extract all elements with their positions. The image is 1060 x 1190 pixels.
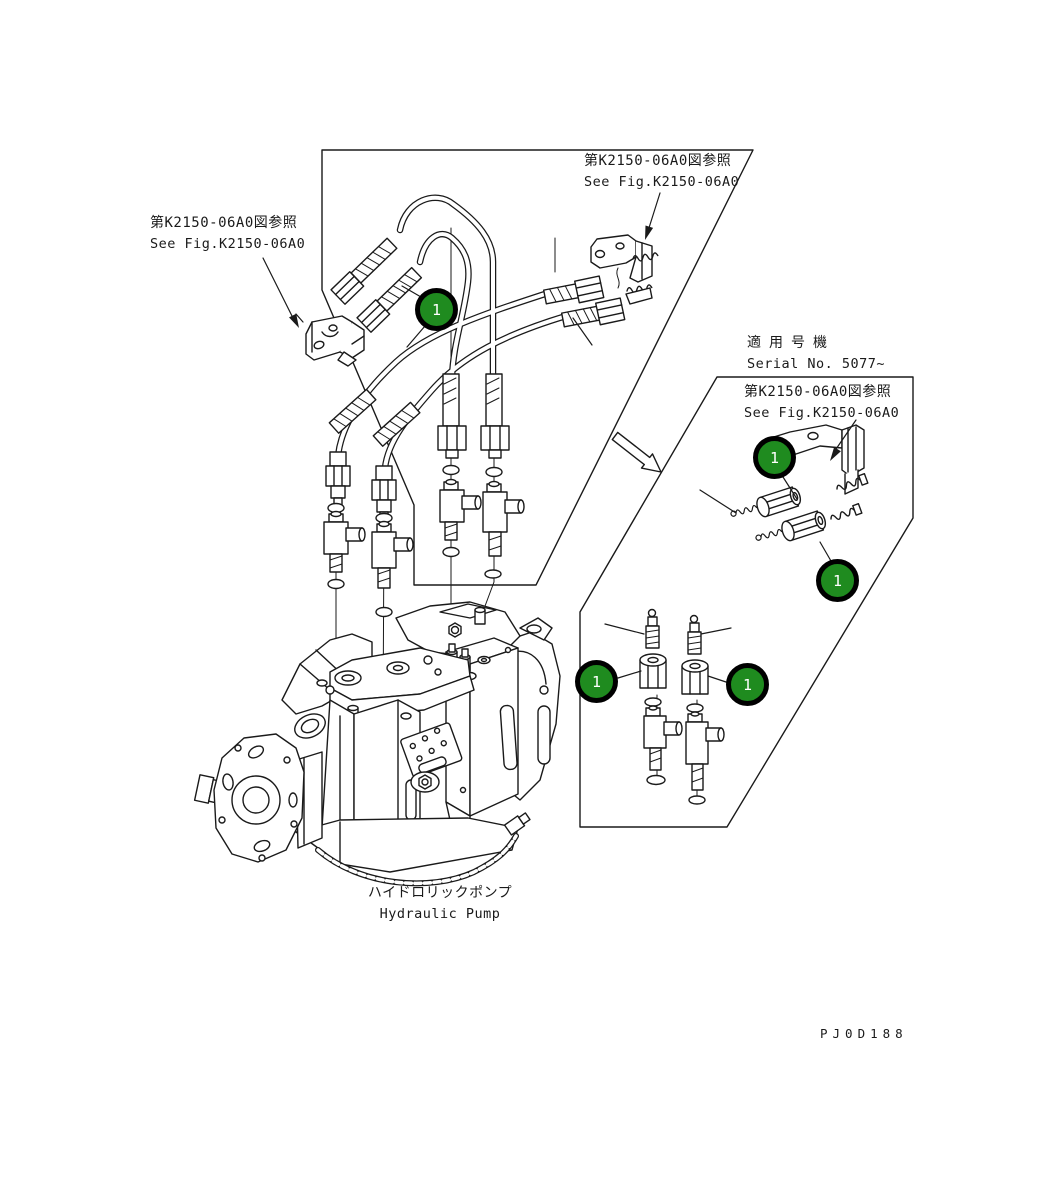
component-caption: ハイドロリックポンプ Hydraulic Pump (330, 883, 550, 925)
serial-variant-fitting-group (639, 608, 725, 805)
component-caption-en: Hydraulic Pump (379, 906, 501, 922)
elbow-fitting-sets (323, 464, 525, 618)
leader-lines (262, 192, 857, 684)
figure-reference-top-jp: 第K2150-06A0図参照 (584, 153, 732, 169)
left-bracket (295, 313, 365, 367)
figure-reference-left-jp: 第K2150-06A0図参照 (150, 215, 298, 231)
hydraulic-pump (193, 601, 561, 887)
callout-1-variant-lower[interactable]: 1 (816, 559, 859, 602)
callout-1-adapter-left[interactable]: 1 (575, 660, 618, 703)
callout-1-variant-upper[interactable]: 1 (753, 436, 796, 479)
figure-reference-top[interactable]: 第K2150-06A0図参照 See Fig.K2150-06A0 (584, 151, 739, 193)
figure-reference-right-jp: 第K2150-06A0図参照 (744, 384, 892, 400)
hose-threaded-sleeves (328, 237, 601, 447)
view-transition-arrow-icon (611, 431, 662, 473)
right-bracket (590, 234, 659, 305)
hose-nuts (330, 271, 626, 333)
figure-reference-right[interactable]: 第K2150-06A0図参照 See Fig.K2150-06A0 (744, 382, 899, 424)
callout-label: 1 (769, 448, 780, 467)
serial-applicability-en: Serial No. 5077~ (747, 356, 886, 372)
callout-label: 1 (832, 571, 843, 590)
figure-reference-left-en: See Fig.K2150-06A0 (150, 236, 306, 252)
view-borders (321, 149, 914, 828)
serial-applicability-jp: 適用号機 (747, 335, 835, 351)
figure-reference-left[interactable]: 第K2150-06A0図参照 See Fig.K2150-06A0 (150, 213, 305, 255)
serial-applicability-note: 適用号機 Serial No. 5077~ (747, 333, 885, 375)
callout-label: 1 (591, 672, 602, 691)
serial-variant-bracket-group (730, 424, 869, 542)
figure-reference-right-en: See Fig.K2150-06A0 (744, 405, 900, 421)
callout-1-hoses[interactable]: 1 (415, 288, 458, 331)
leader-arrowhead-icons (289, 225, 841, 461)
figure-reference-top-en: See Fig.K2150-06A0 (584, 174, 740, 190)
callout-label: 1 (742, 675, 753, 694)
hose-tube-ends (437, 373, 510, 459)
callout-1-adapter-right[interactable]: 1 (726, 663, 769, 706)
component-caption-jp: ハイドロリックポンプ (367, 885, 513, 901)
drawing-code: PJ0D188 (820, 1026, 908, 1041)
callout-label: 1 (431, 300, 442, 319)
